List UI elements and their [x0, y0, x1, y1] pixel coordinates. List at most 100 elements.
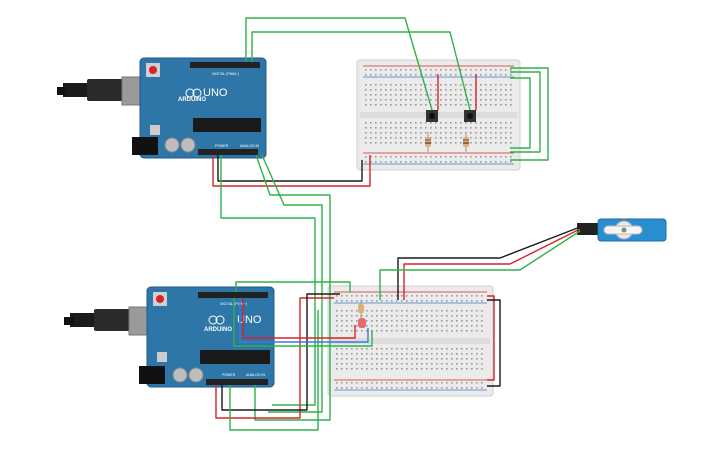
breadboard-hole	[386, 363, 388, 365]
wire-red[interactable]	[215, 297, 334, 419]
breadboard-hole	[361, 353, 363, 355]
wire-red[interactable]	[487, 295, 495, 381]
breadboard-hole	[466, 387, 468, 389]
wire-red[interactable]	[403, 228, 581, 300]
arduino-uno-top[interactable]: ARDUINO UNO POWER ANALOG IN DIGITAL (PWM…	[57, 57, 267, 159]
led[interactable]	[358, 318, 366, 328]
breadboard-hole	[401, 382, 403, 384]
breadboard-hole	[456, 330, 458, 332]
wire-red[interactable]	[212, 155, 371, 187]
breadboard-hole	[471, 295, 473, 297]
wire-black[interactable]	[217, 155, 363, 182]
wire-black[interactable]	[221, 293, 340, 411]
breadboard-hole	[431, 310, 433, 312]
breadboard-hole	[400, 99, 402, 101]
breadboard-hole	[370, 74, 372, 76]
wire-black[interactable]	[487, 299, 501, 387]
breadboard-hole	[390, 122, 392, 124]
pushbutton-2[interactable]	[464, 110, 476, 122]
breadboard-hole	[416, 325, 418, 327]
breadboard-hole	[406, 325, 408, 327]
breadboard-hole	[420, 142, 422, 144]
breadboard-hole	[470, 142, 472, 144]
breadboard-hole	[426, 295, 428, 297]
breadboard-hole	[421, 353, 423, 355]
wire-green[interactable]	[261, 154, 323, 413]
breadboard-hole	[411, 382, 413, 384]
wire-green[interactable]	[510, 71, 541, 153]
wire-black[interactable]	[397, 226, 581, 300]
breadboard-hole	[495, 156, 497, 158]
breadboard-hole	[406, 330, 408, 332]
breadboard-hole	[471, 368, 473, 370]
breadboard-hole	[465, 89, 467, 91]
usb-plug-bottom	[94, 309, 130, 331]
arduino-uno-bottom[interactable]: ARDUINO UNO POWER ANALOG IN DIGITAL (PWM…	[64, 286, 275, 388]
wire-green[interactable]	[251, 31, 471, 111]
breadboard-hole	[465, 161, 467, 163]
resistor-2[interactable]	[463, 132, 469, 152]
breadboard-hole	[406, 310, 408, 312]
breadboard-hole	[460, 104, 462, 106]
wire-blue[interactable]	[239, 298, 369, 343]
breadboard-hole	[411, 368, 413, 370]
breadboard-hole	[485, 137, 487, 139]
wire-green[interactable]	[229, 310, 319, 431]
breadboard-hole	[400, 161, 402, 163]
reset-button-bottom[interactable]	[156, 295, 164, 303]
wire-green[interactable]	[379, 230, 581, 300]
breadboard-hole	[440, 99, 442, 101]
breadboard-hole	[505, 122, 507, 124]
wire-green[interactable]	[510, 67, 549, 161]
breadboard-hole	[445, 142, 447, 144]
breadboard-hole	[365, 74, 367, 76]
breadboard-hole	[341, 295, 343, 297]
breadboard-hole	[470, 69, 472, 71]
breadboard-hole	[376, 310, 378, 312]
breadboard-hole	[431, 330, 433, 332]
breadboard-hole	[415, 104, 417, 106]
breadboard-hole	[410, 89, 412, 91]
breadboard-hole	[396, 363, 398, 365]
breadboard-hole	[376, 353, 378, 355]
breadboard-hole	[481, 358, 483, 360]
breadboard-hole	[400, 137, 402, 139]
breadboard-hole	[435, 137, 437, 139]
breadboard-hole	[505, 127, 507, 129]
breadboard-hole	[510, 156, 512, 158]
wire-green[interactable]	[245, 17, 433, 111]
pushbutton-1[interactable]	[426, 110, 438, 122]
wire-green[interactable]	[254, 154, 331, 421]
breadboard-hole	[361, 358, 363, 360]
resistor-3[interactable]	[358, 300, 364, 318]
reset-button-top[interactable]	[149, 66, 157, 74]
breadboard-hole	[375, 161, 377, 163]
resistor-1[interactable]	[425, 132, 431, 152]
breadboard-hole	[406, 363, 408, 365]
breadboard-bottom[interactable]	[327, 285, 494, 397]
breadboard-hole	[440, 161, 442, 163]
servo-motor[interactable]	[577, 218, 667, 242]
breadboard-hole	[446, 358, 448, 360]
breadboard-hole	[471, 330, 473, 332]
breadboard-top[interactable]	[356, 59, 521, 171]
breadboard-hole	[436, 368, 438, 370]
breadboard-hole	[450, 132, 452, 134]
breadboard-hole	[365, 142, 367, 144]
wire-green[interactable]	[233, 298, 373, 347]
breadboard-hole	[426, 358, 428, 360]
breadboard-hole	[505, 84, 507, 86]
breadboard-hole	[381, 387, 383, 389]
wire-green[interactable]	[510, 77, 531, 149]
breadboard-hole	[416, 382, 418, 384]
breadboard-hole	[415, 69, 417, 71]
breadboard-hole	[366, 295, 368, 297]
breadboard-hole	[456, 358, 458, 360]
wire-red[interactable]	[242, 298, 356, 339]
breadboard-hole	[470, 132, 472, 134]
breadboard-hole	[445, 89, 447, 91]
breadboard-hole	[356, 363, 358, 365]
breadboard-hole	[351, 348, 353, 350]
wire-green[interactable]	[235, 281, 351, 292]
